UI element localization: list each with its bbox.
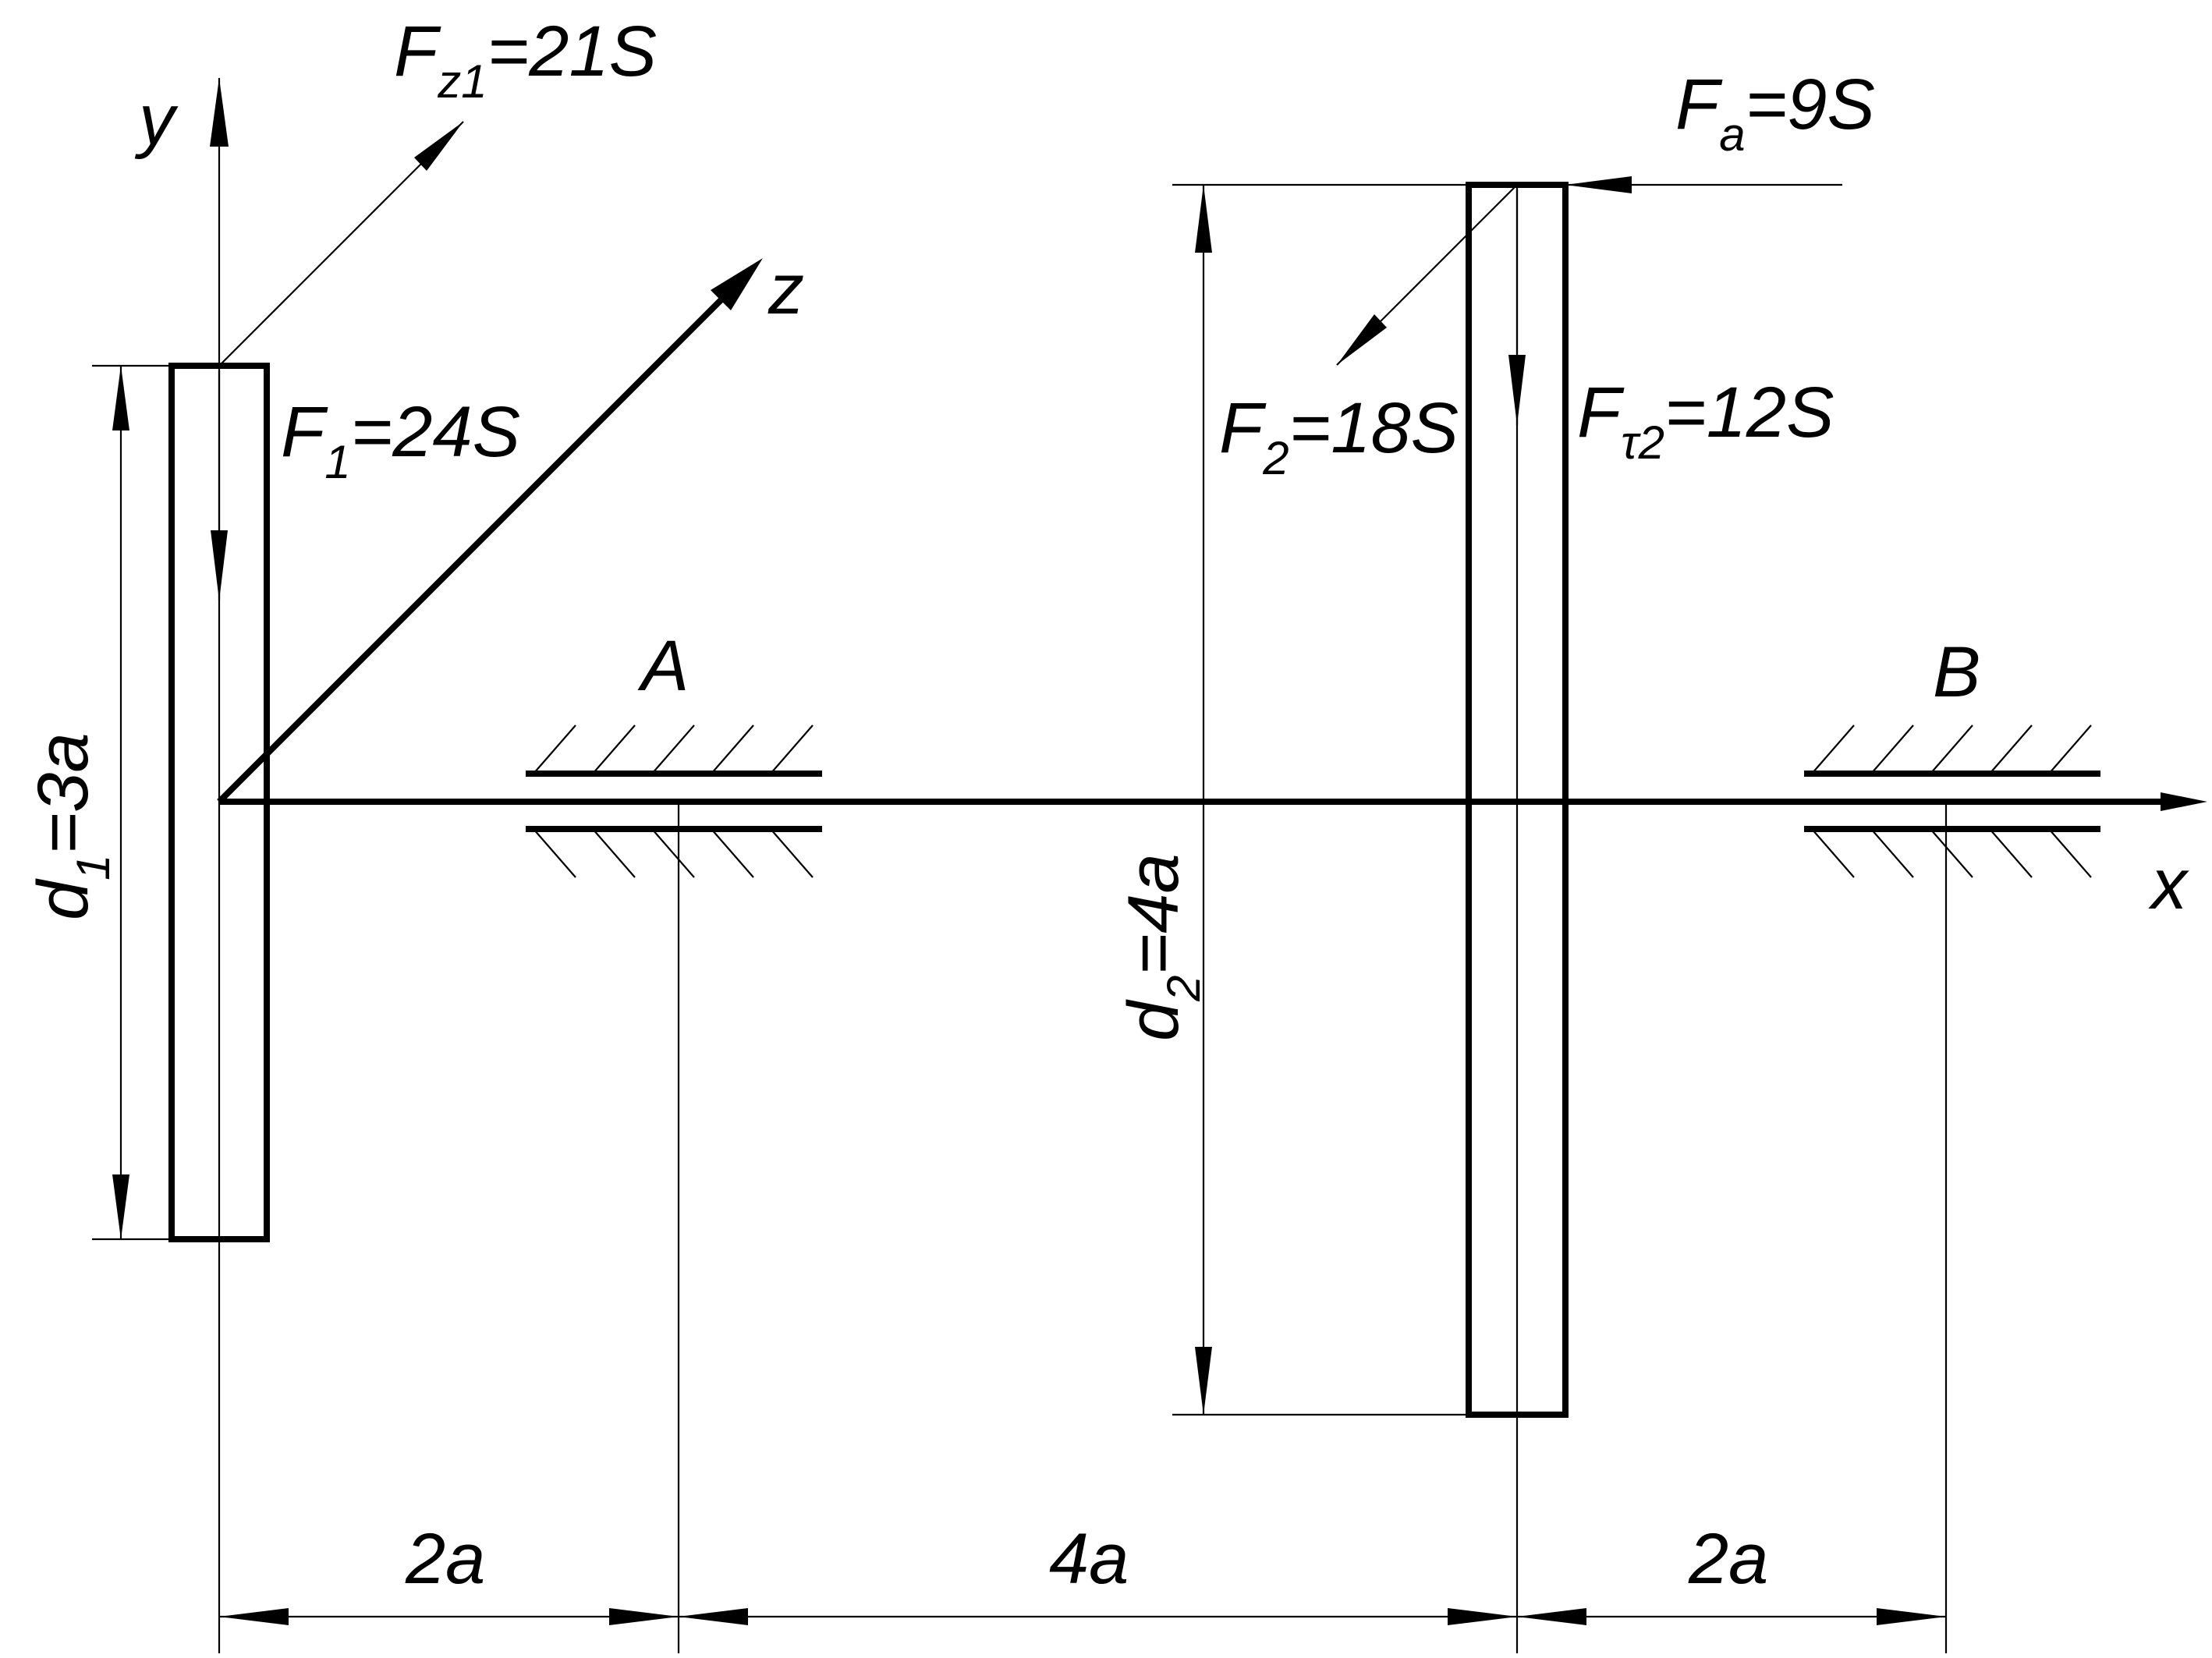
span-3-arrowhead-left xyxy=(1517,1608,1586,1625)
support-b-label: B xyxy=(1933,632,1980,712)
ft2-arrowhead xyxy=(1508,355,1526,425)
d1-arrowhead-top xyxy=(112,366,129,430)
span-2-label: 4a xyxy=(1049,1519,1129,1599)
fz1-label: Fz1=21S xyxy=(394,12,657,108)
f1-arrowhead xyxy=(211,530,228,600)
z-axis-arrowhead xyxy=(711,258,763,310)
z-axis-label: z xyxy=(767,250,804,329)
span-3-label: 2a xyxy=(1688,1519,1768,1599)
d2-arrowhead-bottom xyxy=(1195,1347,1212,1415)
span-1-arrowhead-left xyxy=(219,1608,289,1625)
fz1-arrowhead xyxy=(414,122,463,171)
z-axis xyxy=(217,270,751,804)
d1-arrowhead-bottom xyxy=(112,1174,129,1239)
x-axis-label: x xyxy=(2148,845,2189,924)
span-2-arrowhead-left xyxy=(679,1608,748,1625)
d2-label: d2=4a xyxy=(1114,853,1210,1041)
span-3-arrowhead-right xyxy=(1877,1608,1946,1625)
support-a-label: A xyxy=(637,626,689,706)
bearing-b-hatching xyxy=(1811,724,2092,878)
fa-arrowhead xyxy=(1565,176,1632,193)
span-1-label: 2a xyxy=(405,1519,485,1599)
d2-arrowhead-top xyxy=(1195,185,1212,253)
d1-label: d1=3a xyxy=(23,732,119,920)
span-2-arrowhead-right xyxy=(1448,1608,1517,1625)
f1-label: F1=24S xyxy=(281,392,520,488)
y-axis-arrowhead xyxy=(210,78,229,147)
f2-arrowhead xyxy=(1337,314,1387,365)
span-1-arrowhead-right xyxy=(609,1608,679,1625)
ft2-label: Fτ2=12S xyxy=(1577,373,1834,469)
bearing-a-hatching xyxy=(533,724,814,878)
f2-label: F2=18S xyxy=(1219,388,1459,484)
fa-label: Fa=9S xyxy=(1675,65,1875,161)
y-axis-label: y xyxy=(134,80,179,160)
z-axis-segment xyxy=(217,752,269,804)
x-axis-arrowhead xyxy=(2161,792,2207,811)
